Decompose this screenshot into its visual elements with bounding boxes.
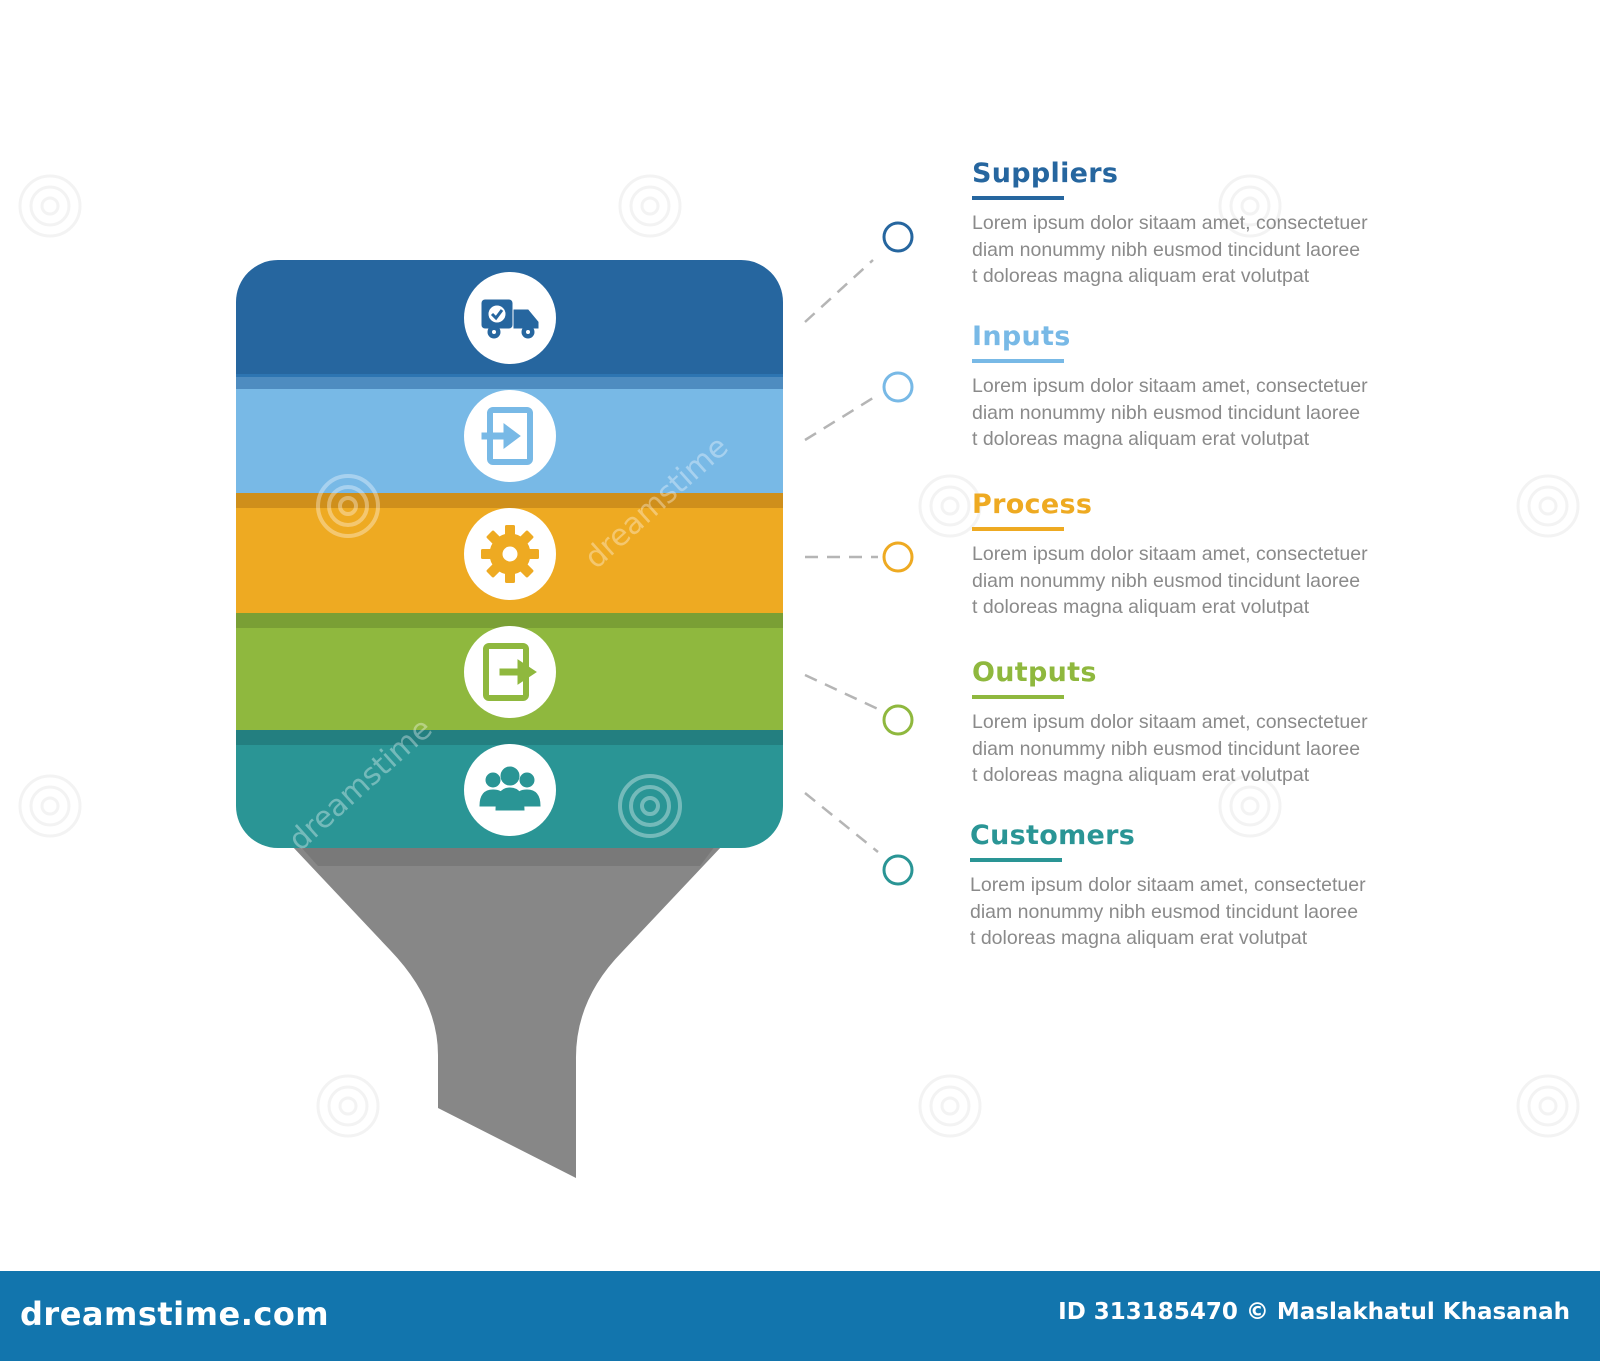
connector-node-outputs <box>882 704 914 736</box>
band-inputs-edge <box>236 493 783 510</box>
item-outputs: Outputs Lorem ipsum dolor sitaam amet, c… <box>972 657 1412 789</box>
icon-suppliers <box>464 272 556 364</box>
item-underline-outputs <box>972 695 1064 699</box>
connector-line-outputs <box>804 673 879 711</box>
connector-line-customers <box>804 792 879 853</box>
icon-outputs <box>464 626 556 718</box>
funnel-stem <box>292 846 722 1178</box>
connector-line-inputs <box>804 396 874 442</box>
watermark-swirl-icon <box>618 774 682 838</box>
login-door-icon <box>481 407 533 465</box>
item-desc-customers: Lorem ipsum dolor sitaam amet, consectet… <box>970 874 1366 949</box>
band-suppliers-edge <box>236 374 783 391</box>
people-group-icon <box>479 766 541 811</box>
watermark-faint <box>18 174 1580 1138</box>
sipoc-funnel-diagram: dreamstime dreamstime <box>18 174 1580 1178</box>
icon-customers <box>464 744 556 836</box>
funnel-stem-shadow <box>300 846 715 866</box>
item-underline-customers <box>970 858 1062 862</box>
footer-image-id: ID 313185470 © Maslakhatul Khasanah <box>1058 1299 1570 1325</box>
watermark-swirl-icon <box>316 474 380 538</box>
item-desc-inputs: Lorem ipsum dolor sitaam amet, consectet… <box>972 375 1368 450</box>
connector-node-inputs <box>882 371 914 403</box>
item-title-suppliers: Suppliers <box>972 158 1119 189</box>
item-desc-outputs: Lorem ipsum dolor sitaam amet, consectet… <box>972 711 1368 786</box>
item-underline-process <box>972 527 1064 531</box>
connectors <box>804 221 914 886</box>
icon-process <box>464 508 556 600</box>
footer-bar: dreamstime.com ID 313185470 © Maslakhatu… <box>0 1271 1600 1361</box>
item-title-process: Process <box>972 489 1093 520</box>
band-process-edge <box>236 613 783 630</box>
band-outputs-edge <box>236 730 783 747</box>
logout-door-icon <box>483 643 537 701</box>
item-underline-suppliers <box>972 196 1064 200</box>
item-underline-inputs <box>972 359 1064 363</box>
connector-node-suppliers <box>882 221 914 253</box>
item-title-outputs: Outputs <box>972 657 1097 688</box>
delivery-truck-icon <box>481 299 539 339</box>
item-desc-process: Lorem ipsum dolor sitaam amet, consectet… <box>972 543 1368 618</box>
connector-node-customers <box>882 854 914 886</box>
item-customers: Customers Lorem ipsum dolor sitaam amet,… <box>970 820 1410 952</box>
item-desc-suppliers: Lorem ipsum dolor sitaam amet, consectet… <box>972 212 1368 287</box>
item-inputs: Inputs Lorem ipsum dolor sitaam amet, co… <box>972 321 1412 453</box>
item-suppliers: Suppliers Lorem ipsum dolor sitaam amet,… <box>972 158 1412 290</box>
footer-brand: dreamstime.com <box>20 1295 330 1333</box>
item-title-inputs: Inputs <box>972 321 1071 352</box>
item-process: Process Lorem ipsum dolor sitaam amet, c… <box>972 489 1412 621</box>
item-title-customers: Customers <box>970 820 1136 851</box>
gear-icon <box>481 525 539 583</box>
icon-inputs <box>464 390 556 482</box>
connector-line-suppliers <box>804 259 874 323</box>
connector-node-process <box>882 541 914 573</box>
